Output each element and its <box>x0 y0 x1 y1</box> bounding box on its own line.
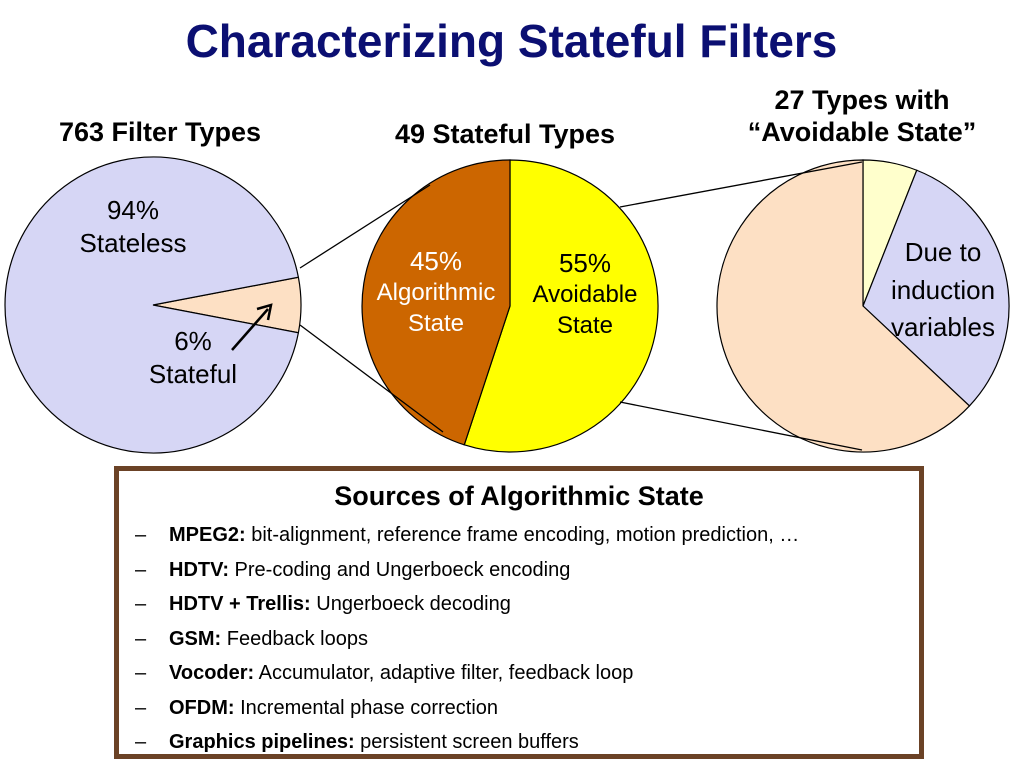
algorithmic-text-2: State <box>407 309 465 337</box>
avoidable-label: 55% Avoidable State <box>515 247 655 342</box>
sources-list: –MPEG2: bit-alignment, reference frame e… <box>119 518 919 760</box>
list-item-key: HDTV + Trellis: <box>169 593 311 615</box>
list-item-text: bit-alignment, reference frame encoding,… <box>245 524 800 546</box>
list-item-text: Ungerboeck decoding <box>310 593 511 615</box>
induction-text-2: induction <box>890 274 996 305</box>
pie-slice-stateless <box>4 156 300 454</box>
slide-title: Characterizing Stateful Filters <box>185 15 838 67</box>
list-item-key: GSM: <box>169 627 222 650</box>
stateless-label: 94% Stateless <box>48 194 218 261</box>
list-dash: – <box>135 696 147 719</box>
connector-line <box>299 184 431 269</box>
panel-heading: Sources of Algorithmic State <box>334 481 704 511</box>
avoidable-text: Avoidable <box>532 281 638 309</box>
stateless-percent: 94% <box>106 195 160 225</box>
pie3-title: 27 Types with “Avoidable State” <box>712 84 1012 149</box>
algorithmic-state-sources-panel: Sources of Algorithmic State –MPEG2: bit… <box>114 466 924 759</box>
list-dash: – <box>135 558 147 581</box>
list-item: –HDTV: Pre-coding and Ungerboeck encodin… <box>135 553 919 588</box>
pie2-title: 49 Stateful Types <box>394 119 616 149</box>
induction-label: Due to induction variables <box>868 234 1018 347</box>
list-item-text: Incremental phase correction <box>234 696 499 719</box>
pie-slice-unlabeled-2 <box>716 159 971 453</box>
pie-27-avoidable-types <box>716 159 1010 453</box>
list-item: –MPEG2: bit-alignment, reference frame e… <box>135 518 919 553</box>
stateless-text: Stateless <box>79 228 187 259</box>
algorithmic-text: Algorithmic <box>376 279 496 307</box>
pie3-title-line-1: 27 Types with <box>774 85 950 115</box>
list-item-text: persistent screen buffers <box>354 731 579 753</box>
pie-slice-due-to-induction-variables <box>862 169 1010 407</box>
pie-slice-avoidable-state <box>463 159 659 453</box>
list-item-text: Pre-coding and Ungerboeck encoding <box>229 558 571 581</box>
list-item: –HDTV + Trellis: Ungerboeck decoding <box>135 587 919 622</box>
algorithmic-label: 45% Algorithmic State <box>360 245 512 340</box>
list-item: –GSM: Feedback loops <box>135 622 919 657</box>
list-dash: – <box>135 731 147 753</box>
list-dash: – <box>135 524 147 546</box>
list-item-key: Vocoder: <box>169 662 255 684</box>
induction-text-3: variables <box>890 312 996 343</box>
list-item: –Vocoder: Accumulator, adaptive filter, … <box>135 656 919 691</box>
arrow-head <box>256 303 273 321</box>
arrow-shaft <box>231 308 269 351</box>
connector-line <box>299 324 444 433</box>
stateful-text: Stateful <box>148 359 238 390</box>
list-item-key: Graphics pipelines: <box>169 731 355 753</box>
algorithmic-percent: 45% <box>409 246 463 276</box>
list-item-text: Accumulator, adaptive filter, feedback l… <box>254 662 634 684</box>
list-item-key: HDTV: <box>169 558 229 581</box>
stateful-arrow-icon <box>231 303 273 351</box>
connector-lines <box>299 161 863 451</box>
list-item-text: Feedback loops <box>221 627 368 650</box>
connector-line <box>619 401 863 451</box>
list-dash: – <box>135 593 147 615</box>
list-dash: – <box>135 627 147 650</box>
list-item: –Graphics pipelines: persistent screen b… <box>135 725 919 760</box>
avoidable-percent: 55% <box>558 248 612 278</box>
pie1-title: 763 Filter Types <box>58 117 262 147</box>
pie-slice-algorithmic-state <box>361 159 511 446</box>
avoidable-text-2: State <box>556 311 614 339</box>
stateful-label: 6% Stateful <box>118 325 268 392</box>
induction-text-1: Due to <box>904 237 982 267</box>
pie3-title-line-2: “Avoidable State” <box>747 117 977 148</box>
stateful-percent: 6% <box>174 326 212 356</box>
list-dash: – <box>135 662 147 684</box>
list-item-key: MPEG2: <box>169 524 246 546</box>
pie-49-stateful-types <box>361 159 659 453</box>
pie-763-filter-types <box>4 156 302 454</box>
list-item: –OFDM: Incremental phase correction <box>135 691 919 726</box>
connector-line <box>619 161 863 208</box>
list-item-key: OFDM: <box>169 696 235 719</box>
